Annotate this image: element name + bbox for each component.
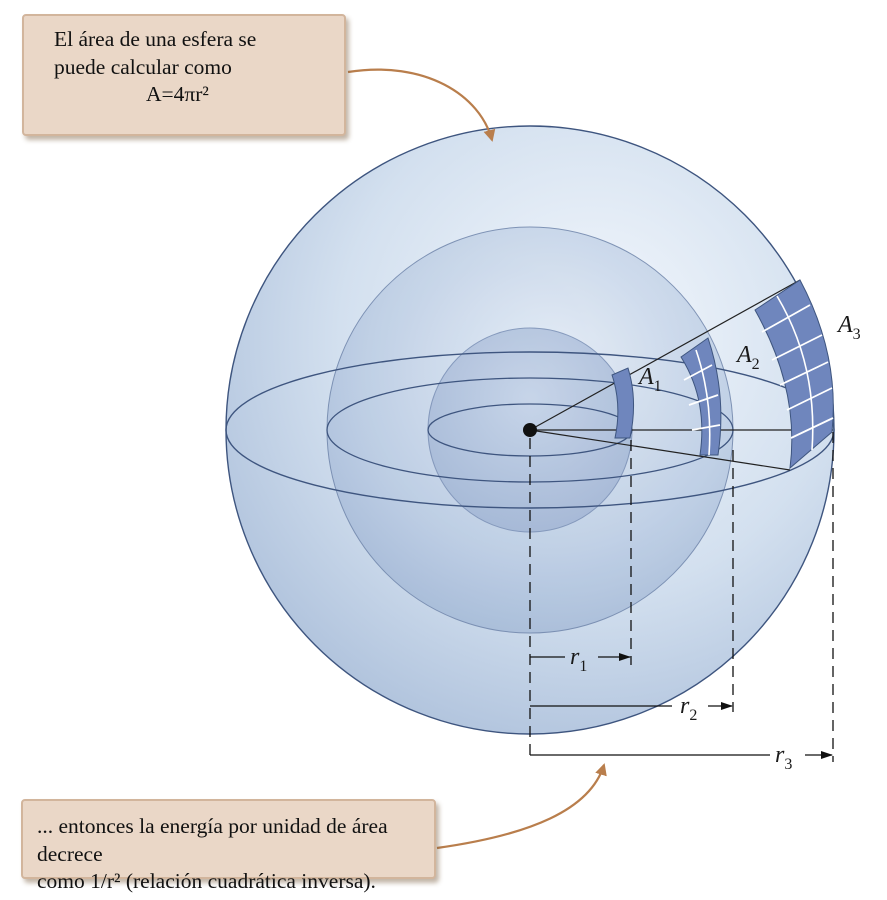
cone-line-bottom [529,429,791,471]
callout-arrow-top [347,68,496,142]
patch-a1 [611,367,635,439]
callout-top-line1: El área de una esfera se [54,27,257,51]
label-a2: A2 [735,342,760,373]
label-r2: r2 [680,693,697,724]
patch-a3 [754,279,834,470]
outer-equator [225,351,835,509]
callout-top-line2: puede calcular como [54,54,232,79]
callout-arrow-bottom [436,763,607,850]
area-formula-callout: El área de una esfera se puede calcular … [22,14,346,136]
callout-bottom-line1: ... entonces la energía por unidad de ár… [37,814,388,866]
callout-bottom-line2: como 1/r² (relación cuadrática inversa). [37,869,376,894]
cone-line-top [529,279,801,431]
patch-a2 [680,337,722,456]
area-formula: A=4πr² [146,82,209,107]
label-r1: r1 [570,644,587,675]
label-a3: A3 [836,312,861,343]
center-point [523,423,537,437]
inverse-square-callout: ... entonces la energía por unidad de ár… [21,799,436,893]
label-r3: r3 [775,742,792,773]
label-a1: A1 [637,364,662,395]
